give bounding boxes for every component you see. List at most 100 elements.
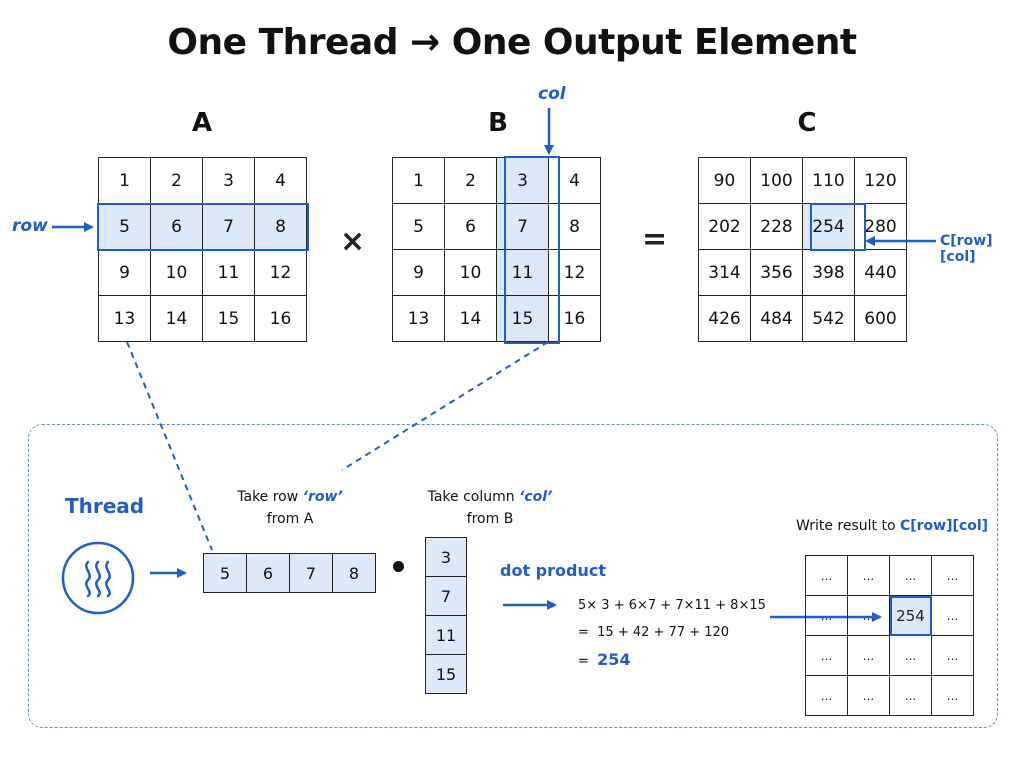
matrix-b-cell: 6 — [445, 204, 497, 250]
matrix-c-cell: 484 — [751, 296, 803, 342]
write-caption: Write result to C[row][col] — [796, 518, 988, 534]
thread-panel — [28, 424, 998, 728]
row-vector-cell: 7 — [290, 554, 333, 593]
matrix-b-cell: 10 — [445, 250, 497, 296]
matrix-b-cell: 5 — [393, 204, 445, 250]
calc-line-3: = 254 — [578, 650, 631, 669]
calc-line-1: 5× 3 + 6×7 + 7×11 + 8×15 — [578, 598, 766, 613]
output-grid-cell: ... — [932, 556, 974, 596]
matrix-a-cell: 12 — [255, 250, 307, 296]
c-ref-label: C[row][col] — [940, 233, 993, 265]
matrix-c-cell: 228 — [751, 204, 803, 250]
output-grid-cell: ... — [932, 676, 974, 716]
matrix-b-cell: 14 — [445, 296, 497, 342]
matrix-c-cell: 398 — [803, 250, 855, 296]
matrix-c-cell: 426 — [699, 296, 751, 342]
col-vector-cell: 7 — [426, 577, 467, 616]
output-grid-cell: ... — [848, 556, 890, 596]
matrix-c-cell: 202 — [699, 204, 751, 250]
calc-result: 254 — [597, 650, 631, 669]
matrix-a-cell: 15 — [203, 296, 255, 342]
output-grid-cell: ... — [806, 556, 848, 596]
matrix-a-cell: 6 — [151, 204, 203, 250]
matrix-b-label: B — [488, 108, 508, 138]
output-grid: ..................254...................… — [805, 555, 974, 716]
output-grid-cell: ... — [848, 596, 890, 636]
matrix-b-cell: 2 — [445, 158, 497, 204]
output-grid-target-cell: 254 — [890, 596, 932, 636]
matrix-a-cell: 9 — [99, 250, 151, 296]
matrix-c-label: C — [797, 108, 817, 138]
thread-label: Thread — [65, 494, 145, 518]
matrix-a-cell: 7 — [203, 204, 255, 250]
page-title: One Thread → One Output Element — [167, 22, 857, 63]
write-caption-ref: C[row][col] — [899, 518, 989, 534]
equals-operator: = — [642, 222, 668, 257]
row-vector-cell: 5 — [204, 554, 247, 593]
output-grid-cell: ... — [848, 636, 890, 676]
row-label: row — [12, 216, 48, 236]
matrix-c-cell: 356 — [751, 250, 803, 296]
matrix-c-cell: 120 — [855, 158, 907, 204]
matrix-a-cell: 10 — [151, 250, 203, 296]
matrix-b-cell: 4 — [549, 158, 601, 204]
row-connector-line — [126, 341, 213, 551]
matrix-b-cell: 16 — [549, 296, 601, 342]
matrix-b-cell: 1 — [393, 158, 445, 204]
col-vector-cell: 3 — [426, 538, 467, 577]
output-grid-cell: ... — [848, 676, 890, 716]
matrix-c-cell: 280 — [855, 204, 907, 250]
col-vector-cell: 11 — [426, 616, 467, 655]
matrix-a-cell: 11 — [203, 250, 255, 296]
matrix-b-cell: 8 — [549, 204, 601, 250]
row-vector-cell: 8 — [333, 554, 376, 593]
matrix-b-cell: 9 — [393, 250, 445, 296]
matrix-c-cell: 440 — [855, 250, 907, 296]
matrix-b-cell: 13 — [393, 296, 445, 342]
matrix-a-cell: 8 — [255, 204, 307, 250]
output-grid-cell: ... — [890, 636, 932, 676]
row-caption-prefix: Take row — [237, 489, 303, 505]
col-caption-suffix: from B — [466, 511, 514, 527]
matrix-c-cell: 542 — [803, 296, 855, 342]
matrix-c-cell: 314 — [699, 250, 751, 296]
matrix-c-cell: 600 — [855, 296, 907, 342]
calc-line-2: = 15 + 42 + 77 + 120 — [578, 625, 730, 640]
multiply-operator: × — [340, 224, 366, 259]
output-grid-cell: ... — [806, 676, 848, 716]
row-caption-var: ‘row’ — [302, 489, 343, 505]
output-grid-cell: ... — [806, 596, 848, 636]
output-grid-cell: ... — [932, 596, 974, 636]
row-caption: Take row ‘row’ from A — [200, 486, 380, 530]
col-label: col — [538, 84, 566, 104]
matrix-a-cell: 14 — [151, 296, 203, 342]
matrix-c-cell: 100 — [751, 158, 803, 204]
matrix-a-label: A — [191, 108, 213, 138]
col-caption-prefix: Take column — [427, 489, 520, 505]
dot-operator — [393, 561, 404, 572]
output-grid-cell: ... — [806, 636, 848, 676]
col-caption-var: ‘col’ — [519, 489, 553, 505]
col-caption: Take column ‘col’ from B — [390, 486, 590, 530]
thread-icon — [61, 541, 135, 615]
matrix-a-cell: 13 — [99, 296, 151, 342]
write-caption-text: Write result to — [796, 518, 900, 534]
matrix-a-cell: 5 — [99, 204, 151, 250]
output-grid-cell: ... — [890, 676, 932, 716]
row-vector-cell: 6 — [247, 554, 290, 593]
calc-line-3-prefix: = — [578, 654, 598, 669]
dot-product-label: dot product — [500, 561, 606, 580]
matrix-b-cell: 12 — [549, 250, 601, 296]
matrix-a-cell: 16 — [255, 296, 307, 342]
matrix-c-cell: 90 — [699, 158, 751, 204]
col-vector-cell: 15 — [426, 655, 467, 694]
row-caption-suffix: from A — [266, 511, 314, 527]
col-connector-line — [341, 341, 549, 471]
output-grid-cell: ... — [890, 556, 932, 596]
output-grid-cell: ... — [932, 636, 974, 676]
